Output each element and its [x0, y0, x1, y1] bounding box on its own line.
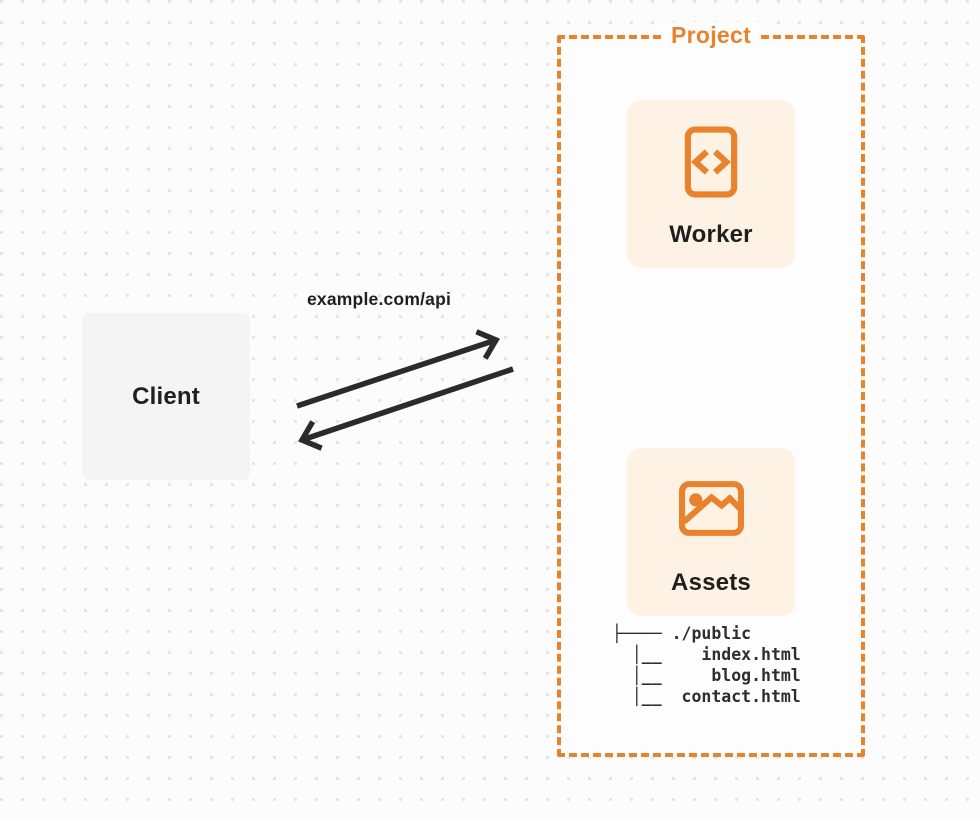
image-icon — [678, 481, 744, 536]
worker-label: Worker — [669, 221, 753, 248]
project-boundary: Project Worker Assets — [557, 22, 865, 757]
request-arrow — [296, 329, 500, 409]
assets-node: Assets — [627, 448, 795, 616]
assets-label: Assets — [671, 569, 751, 596]
worker-node: Worker — [627, 100, 795, 268]
client-node: Client — [82, 313, 250, 480]
assets-file-tree: ├──── ./public │__ index.html │__ blog.h… — [612, 624, 801, 706]
client-label: Client — [132, 382, 200, 410]
request-url-label: example.com/api — [307, 289, 452, 309]
response-arrow — [298, 366, 514, 451]
project-label: Project — [662, 22, 760, 49]
code-file-icon — [684, 126, 738, 198]
